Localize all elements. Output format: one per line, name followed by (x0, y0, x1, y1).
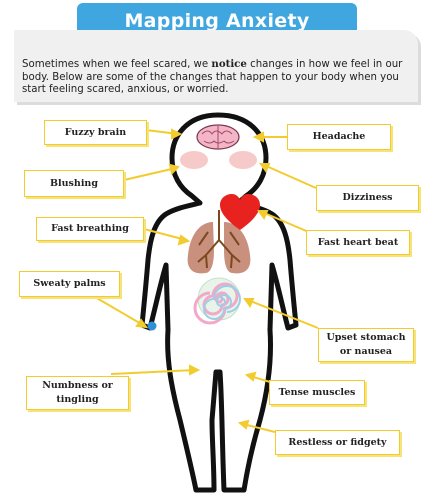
intro-box (14, 30, 418, 102)
intro-part2: changes in how we feel in our body. Belo… (22, 59, 403, 95)
label-sweaty-palms: Sweaty palms (19, 271, 120, 297)
label-fast-breathing: Fast breathing (36, 217, 144, 241)
upset-stomach-line2: or nausea (339, 346, 393, 357)
label-dizziness: Dizziness (316, 185, 419, 211)
label-headache: Headache (287, 124, 391, 150)
numbness-line1: Numbness or (42, 380, 113, 391)
stomach-swirl-icon (193, 277, 241, 325)
bracelet-icon (147, 321, 157, 331)
label-fuzzy-brain: Fuzzy brain (44, 120, 147, 145)
right-cheek (229, 151, 257, 169)
label-blushing: Blushing (24, 170, 124, 197)
label-upset-stomach: Upset stomach or nausea (318, 328, 414, 362)
label-fast-heart-beat: Fast heart beat (306, 230, 410, 255)
left-cheek (180, 151, 208, 169)
intro-part1: Sometimes when we feel scared, we (22, 59, 212, 70)
label-tense-muscles: Tense muscles (269, 380, 365, 405)
upset-stomach-line1: Upset stomach (326, 332, 406, 343)
pointer-lines (94, 128, 319, 433)
lungs-icon (187, 210, 251, 274)
label-numbness: Numbness or tingling (26, 376, 129, 410)
intro-emphasis: notice (211, 58, 247, 70)
page-title: Mapping Anxiety (124, 10, 310, 32)
intro-text: Sometimes when we feel scared, we notice… (22, 58, 417, 97)
numbness-line2: tingling (56, 394, 99, 405)
brain-icon (196, 124, 240, 150)
label-restless: Restless or fidgety (275, 430, 400, 455)
heart-icon (220, 194, 260, 230)
